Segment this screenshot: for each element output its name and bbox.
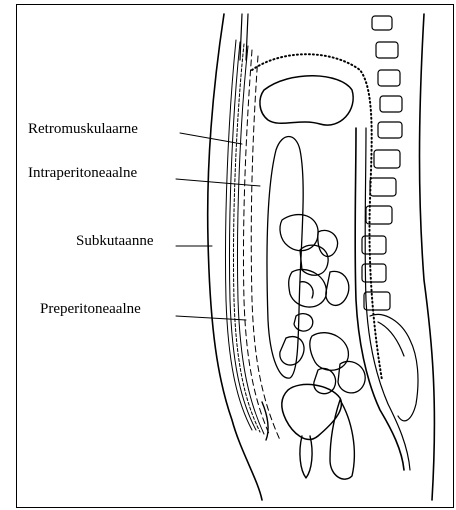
leader-preperitoneal — [176, 316, 246, 320]
abdominal-wall-layers — [225, 40, 280, 440]
upper-muscle — [240, 14, 248, 60]
label-subcutaneous: Subkutaanne — [76, 234, 153, 249]
leader-intraperitoneal — [176, 179, 260, 186]
stomach — [267, 137, 303, 379]
pelvic-bone-right — [330, 400, 354, 479]
peritoneum-dotted — [252, 54, 382, 380]
bladder-neck — [300, 436, 312, 478]
label-preperitoneal: Preperitoneaalne — [40, 302, 141, 317]
intestinal-loops — [280, 215, 365, 394]
body-contour-front — [208, 14, 262, 500]
label-retromuscular: Retromuskulaarne — [28, 122, 138, 137]
label-intraperitoneal: Intraperitoneaalne — [28, 166, 137, 181]
liver — [260, 76, 353, 125]
colon-descending — [355, 128, 404, 470]
leader-lines — [176, 133, 260, 320]
body-contour-back — [420, 14, 435, 500]
